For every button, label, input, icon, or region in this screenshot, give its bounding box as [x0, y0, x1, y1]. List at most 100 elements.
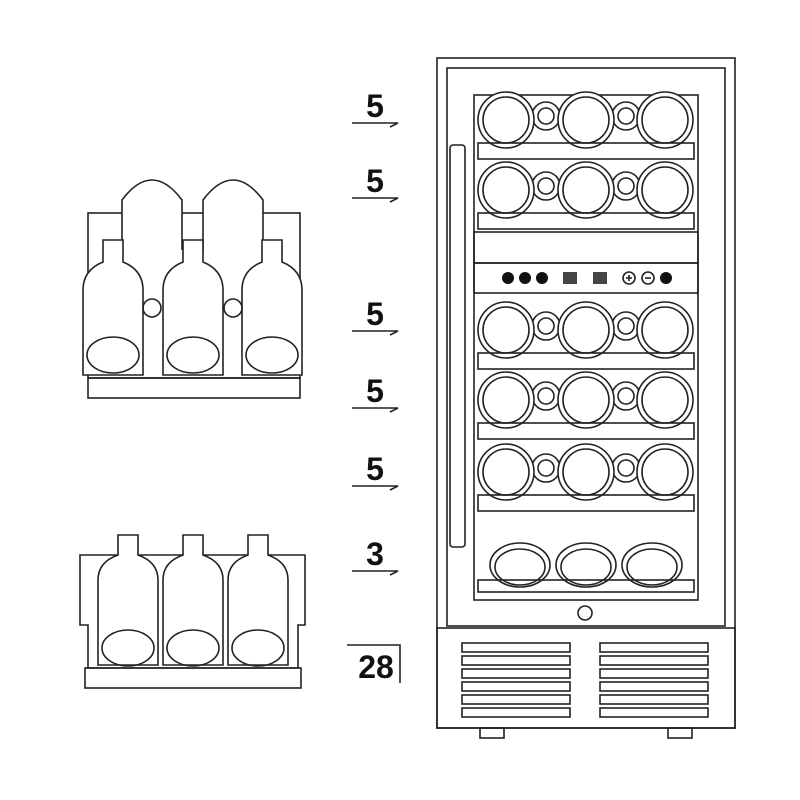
zone-divider — [473, 231, 699, 264]
arrow-icon — [352, 570, 399, 576]
door-frame — [446, 67, 726, 627]
bottle-neck — [611, 171, 641, 201]
bottle-base — [636, 91, 694, 149]
wine-shelf — [477, 422, 695, 440]
bottle-base — [621, 542, 683, 588]
total-capacity-label: 28 — [358, 649, 394, 685]
bottle-base — [489, 542, 551, 588]
bottle-upper — [202, 179, 264, 250]
bottle-neck — [537, 177, 555, 195]
vent-slot — [461, 681, 571, 692]
vent-slot — [461, 668, 571, 679]
vent-slot — [461, 642, 571, 653]
bottle-neck — [611, 381, 641, 411]
vent-slot — [599, 642, 709, 653]
bottle-base — [557, 301, 615, 359]
arrow-icon — [352, 407, 399, 413]
bottle-base — [477, 301, 535, 359]
arrow-icon — [352, 197, 399, 203]
bottle-neck — [531, 171, 561, 201]
bottle-base — [245, 336, 299, 374]
bottle-base — [166, 336, 220, 374]
bottle-lower — [82, 239, 144, 376]
wine-cooler-cabinet — [436, 57, 736, 739]
display-icon — [593, 272, 607, 284]
bottle-upper — [121, 179, 183, 250]
bottle-base — [557, 371, 615, 429]
bottle-base-inner — [560, 548, 612, 586]
bottle-neck — [531, 101, 561, 131]
base-grille — [436, 627, 736, 729]
vent-slot — [599, 681, 709, 692]
dot-icon — [536, 272, 548, 284]
shelf-front-rail — [84, 667, 302, 689]
bottle-neck — [531, 453, 561, 483]
bottle-base — [477, 371, 535, 429]
vent-slot — [461, 707, 571, 718]
bottle-neck — [223, 298, 243, 318]
wine-shelf — [477, 142, 695, 160]
minus-icon — [641, 271, 655, 285]
bottle-neck — [611, 453, 641, 483]
vent-slot — [599, 707, 709, 718]
bottle-neck — [531, 311, 561, 341]
bottle-neck — [142, 298, 162, 318]
foot-right — [667, 727, 693, 739]
dot-icon — [519, 272, 531, 284]
vent-slot — [461, 694, 571, 705]
bottle-neck — [537, 317, 555, 335]
wine-shelf — [477, 352, 695, 370]
bottle-base — [555, 542, 617, 588]
vent-slot — [461, 655, 571, 666]
vent-slot — [599, 668, 709, 679]
bottle-neck — [531, 381, 561, 411]
shelf-stacked-bottles-drawing — [82, 179, 303, 399]
shelf-capacity-label: 5 — [366, 373, 384, 409]
bottle-base — [86, 336, 140, 374]
vent-slot — [599, 694, 709, 705]
bottle-neck — [617, 387, 635, 405]
bottle-base — [557, 91, 615, 149]
bottle-base-inner — [494, 548, 546, 586]
shelf-capacity-label: 5 — [366, 88, 384, 124]
bottle-neck — [611, 101, 641, 131]
display-icon — [563, 272, 577, 284]
door-handle[interactable] — [449, 144, 466, 548]
arrow-icon — [352, 330, 399, 336]
bottle-base — [477, 443, 535, 501]
wine-shelf — [477, 494, 695, 512]
bottle-base — [166, 629, 220, 667]
bottle-base — [477, 161, 535, 219]
bottle-base — [636, 301, 694, 359]
bottle-lower — [162, 239, 224, 376]
shelf-capacity-label: 5 — [366, 451, 384, 487]
bottle-neck — [617, 177, 635, 195]
arrow-icon — [352, 485, 399, 491]
dot-icon — [502, 272, 514, 284]
shelf-single-row-drawing — [79, 534, 306, 689]
bottle-lower — [241, 239, 303, 376]
plus-icon-glyph — [626, 275, 632, 281]
shelf-capacity-label: 5 — [366, 296, 384, 332]
wine-shelf — [477, 212, 695, 230]
bottle-neck — [537, 459, 555, 477]
bottom-shelf — [477, 579, 695, 593]
bottle-neck — [611, 311, 641, 341]
bottle-base — [557, 443, 615, 501]
bottle-neck — [617, 107, 635, 125]
bottle-neck — [617, 317, 635, 335]
foot-left — [479, 727, 505, 739]
total-bracket — [347, 644, 401, 683]
vent-slot — [599, 655, 709, 666]
arrow-icon — [352, 122, 399, 128]
bottle-base — [101, 629, 155, 667]
shelf-front-rail — [87, 377, 301, 399]
shelf-capacity-label: 5 — [366, 163, 384, 199]
bottle-base — [477, 91, 535, 149]
bottle-neck — [537, 387, 555, 405]
bottle-base — [231, 629, 285, 667]
bottle-base — [636, 161, 694, 219]
dot-icon — [660, 272, 672, 284]
